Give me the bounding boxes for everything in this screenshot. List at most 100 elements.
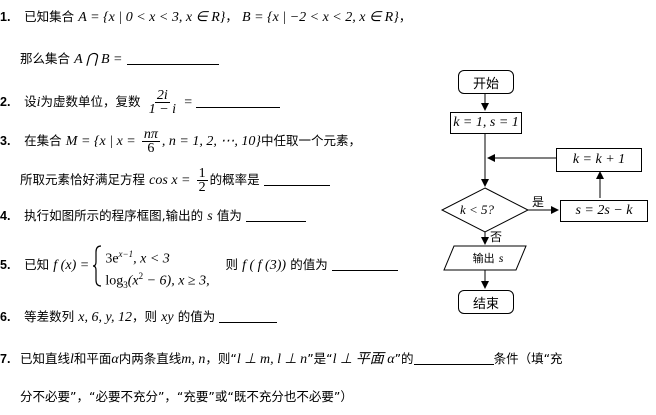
question-number: 7. xyxy=(0,352,11,366)
case-1-exponent: x−1 xyxy=(118,248,134,259)
update-s-text: s = 2s − k xyxy=(575,203,633,218)
case-2-rest: − 6), x ≥ 3, xyxy=(143,272,210,288)
update-s-node: s = 2s − k xyxy=(560,200,648,222)
variable-s: s xyxy=(207,209,213,224)
question-4: 4. 执行如图所示的程序框图,输出的 s 值为 xyxy=(0,207,307,226)
question-6: 6. 等差数列 x, 6, y, 12，则 xy 的值为 xyxy=(0,308,278,327)
yes-label: 是 xyxy=(532,195,545,209)
set-m-left: M = {x | x = xyxy=(65,134,136,149)
question-text: 条件（填“充 xyxy=(493,351,563,366)
question-text: 分不必要”，“必要不充分”，“充要”或“既不充分也不必要”） xyxy=(20,389,353,404)
question-3-line-2: 所取元素恰好满足方程 cos x = 1 2 的概率是 xyxy=(20,164,330,196)
question-number: 2. xyxy=(0,95,11,109)
question-3: 3. 在集合 M = {x | x = nπ 6 , n = 1, 2, ⋯, … xyxy=(0,124,361,158)
fraction-denominator: 6 xyxy=(147,141,155,156)
answer-blank[interactable] xyxy=(126,50,219,65)
half-fraction: 1 2 xyxy=(196,166,208,195)
question-text: 则 xyxy=(225,257,238,272)
fraction-numerator: 2i xyxy=(154,88,170,103)
case-2-base: 3 xyxy=(123,279,128,290)
output-parallelogram xyxy=(443,245,527,271)
question-1: 1. 已知集合 A = {x | 0 < x < 3, x ∈ R}， B = … xyxy=(0,8,411,27)
function-name: f (x) = xyxy=(53,258,90,273)
case-1-base: 3e xyxy=(105,250,119,266)
sequence: x, 6, y, 12 xyxy=(78,310,132,325)
complex-fraction: 2i 1 − i xyxy=(147,88,178,117)
question-7-line-2: 分不必要”，“必要不充分”，“充要”或“既不充分也不必要”） xyxy=(20,388,353,407)
question-text: 已知直线 xyxy=(20,351,71,366)
question-text: 和平面 xyxy=(73,351,112,366)
question-7: 7.已知直线l和平面α内两条直线m, n，则“l ⊥ m, l ⊥ n”是“l … xyxy=(0,350,563,369)
question-text: 值为 xyxy=(216,208,242,223)
variable-i: i xyxy=(36,95,41,110)
answer-blank[interactable] xyxy=(196,93,281,108)
question-5: 5. 已知 f (x) = 3ex−1, x < 3 log3(x2 − 6),… xyxy=(0,243,398,289)
output-node: 输出 s xyxy=(458,250,518,266)
question-text: 内两条直线 xyxy=(118,351,182,366)
decision-text: k < 5? xyxy=(460,202,495,217)
conclusion-expression: l ⊥ 平面 α xyxy=(332,352,395,367)
case-1: 3ex−1, x < 3 xyxy=(105,245,169,268)
question-text: ”的 xyxy=(394,351,414,366)
equals-sign: = xyxy=(184,95,193,110)
flowchart: 开始 k = 1, s = 1 k = k + 1 s = 2s − k k <… xyxy=(440,60,656,320)
question-number: 6. xyxy=(0,310,11,324)
set-m-right: , n = 1, 2, ⋯, 10} xyxy=(161,134,261,149)
question-number: 5. xyxy=(0,258,11,272)
output-label: 输出 xyxy=(472,252,495,265)
fraction-numerator: nπ xyxy=(141,127,160,142)
question-number: 3. xyxy=(0,134,11,148)
plane-alpha: α xyxy=(111,352,119,367)
question-number: 4. xyxy=(0,209,11,223)
set-b-expression: B = {x | −2 < x < 2, x ∈ R} xyxy=(242,10,399,25)
separator: ， xyxy=(398,9,412,24)
question-text: 那么集合 xyxy=(20,51,71,66)
question-text: 在集合 xyxy=(24,133,62,148)
init-node: k = 1, s = 1 xyxy=(450,112,522,134)
answer-blank[interactable] xyxy=(246,207,307,222)
question-text: 所取元素恰好满足方程 xyxy=(20,172,146,187)
case-2: log3(x2 − 6), x ≥ 3, xyxy=(105,267,209,294)
question-text: 为虚数单位，复数 xyxy=(40,94,141,109)
answer-blank[interactable] xyxy=(413,350,494,365)
question-text: 的值为 xyxy=(177,309,216,324)
answer-blank[interactable] xyxy=(263,171,330,186)
end-node: 结束 xyxy=(458,290,514,314)
lines-mn: m, n xyxy=(181,352,206,367)
question-text: 的值为 xyxy=(290,257,328,272)
condition-expression: l ⊥ m, l ⊥ n xyxy=(236,352,308,367)
composite-function: f ( f (3)) xyxy=(242,258,287,273)
question-text: 执行如图所示的程序框图,输出的 xyxy=(24,208,204,223)
question-text: 的概率是 xyxy=(209,172,260,187)
case-1-condition: , x < 3 xyxy=(133,250,170,266)
question-text: 已知集合 xyxy=(24,9,75,24)
case-2-arg: (x xyxy=(127,272,139,288)
separator: ， xyxy=(225,9,238,24)
flowchart-connectors xyxy=(440,94,604,289)
update-k-text: k = k + 1 xyxy=(572,152,626,167)
question-1-line-2: 那么集合 A ⋂ B = xyxy=(20,50,219,69)
fraction-numerator: 1 xyxy=(196,166,208,181)
piecewise-definition: 3ex−1, x < 3 log3(x2 − 6), x ≥ 3, xyxy=(93,244,221,289)
question-text: ，则 xyxy=(131,309,157,324)
cos-equation: cos x = xyxy=(149,173,191,188)
start-node: 开始 xyxy=(458,70,514,94)
fraction-denominator: 1 − i xyxy=(148,102,177,117)
question-text: ”是“ xyxy=(307,351,333,366)
no-label: 否 xyxy=(490,230,503,244)
set-fraction: nπ 6 xyxy=(141,127,160,156)
decision-diamond xyxy=(440,187,530,233)
set-a-expression: A = {x | 0 < x < 3, x ∈ R} xyxy=(78,10,226,25)
fraction-denominator: 2 xyxy=(198,180,206,195)
case-2-log: log xyxy=(105,272,124,288)
question-number: 1. xyxy=(0,10,11,24)
question-text: 等差数列 xyxy=(24,309,75,324)
question-text: 已知 xyxy=(24,257,50,272)
output-var: s xyxy=(498,251,504,265)
line-l: l xyxy=(70,352,74,367)
init-text: k = 1, s = 1 xyxy=(453,115,519,130)
update-k-node: k = k + 1 xyxy=(556,148,642,172)
intersection-expression: A ⋂ B = xyxy=(74,52,123,67)
answer-blank[interactable] xyxy=(219,308,278,323)
answer-blank[interactable] xyxy=(331,256,398,271)
